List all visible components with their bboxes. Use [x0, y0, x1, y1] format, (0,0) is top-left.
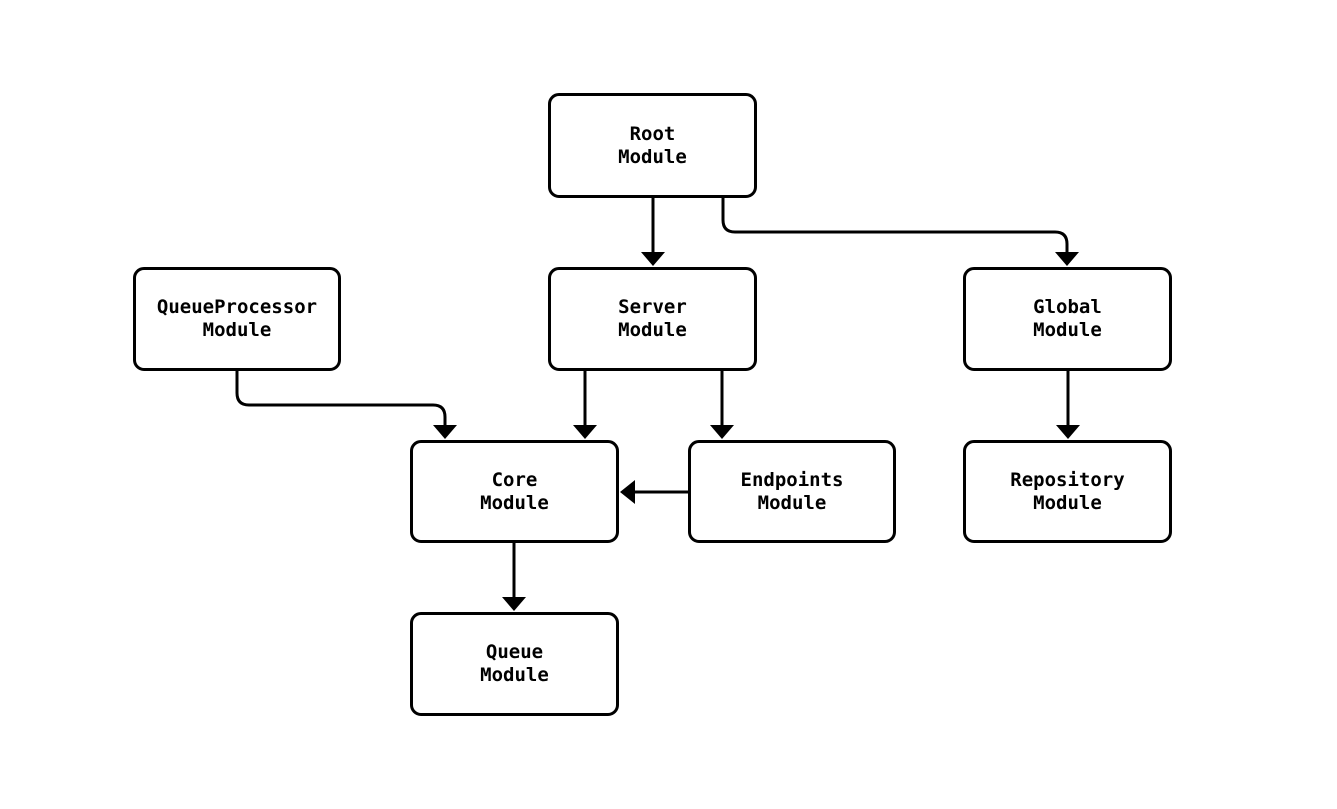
- node-label-line: Module: [480, 664, 549, 686]
- node-server-module: Server Module: [548, 267, 757, 371]
- edge-root-to-global: [721, 198, 1079, 266]
- node-label-line: Server: [618, 296, 687, 318]
- edge-server-to-core: [573, 371, 597, 439]
- node-global-module: Global Module: [963, 267, 1172, 371]
- node-core-module: Core Module: [410, 440, 619, 543]
- node-label-line: Module: [480, 491, 549, 514]
- edge-global-to-repository: [1056, 371, 1080, 439]
- edge-server-to-endpoints: [710, 371, 734, 439]
- node-label-line: Module: [1033, 491, 1102, 514]
- node-label-line: Endpoints: [740, 468, 844, 491]
- edge-queueprocessor-to-core: [235, 371, 457, 439]
- node-label-line: Core: [491, 468, 538, 491]
- node-endpoints-module: Endpoints Module: [688, 440, 896, 543]
- edge-root-to-server: [641, 198, 665, 266]
- node-label-line: Module: [202, 319, 272, 341]
- node-label-line: Global: [1033, 296, 1102, 318]
- node-root-module: Root Module: [548, 93, 757, 198]
- node-label-line: Root: [629, 122, 676, 145]
- node-label-line: QueueProcessor: [156, 296, 318, 318]
- edge-endpoints-to-core: [620, 480, 688, 504]
- node-label-line: Repository: [1010, 468, 1125, 491]
- node-label-line: Module: [618, 319, 687, 341]
- node-label-line: Module: [1033, 319, 1102, 341]
- edge-core-to-queue: [502, 543, 526, 611]
- node-queue-module: Queue Module: [410, 612, 619, 716]
- node-label-line: Module: [618, 145, 687, 168]
- node-label-line: Queue: [485, 641, 544, 663]
- node-label-line: Module: [757, 491, 827, 514]
- node-queueprocessor-module: QueueProcessor Module: [133, 267, 341, 371]
- node-repository-module: Repository Module: [963, 440, 1172, 543]
